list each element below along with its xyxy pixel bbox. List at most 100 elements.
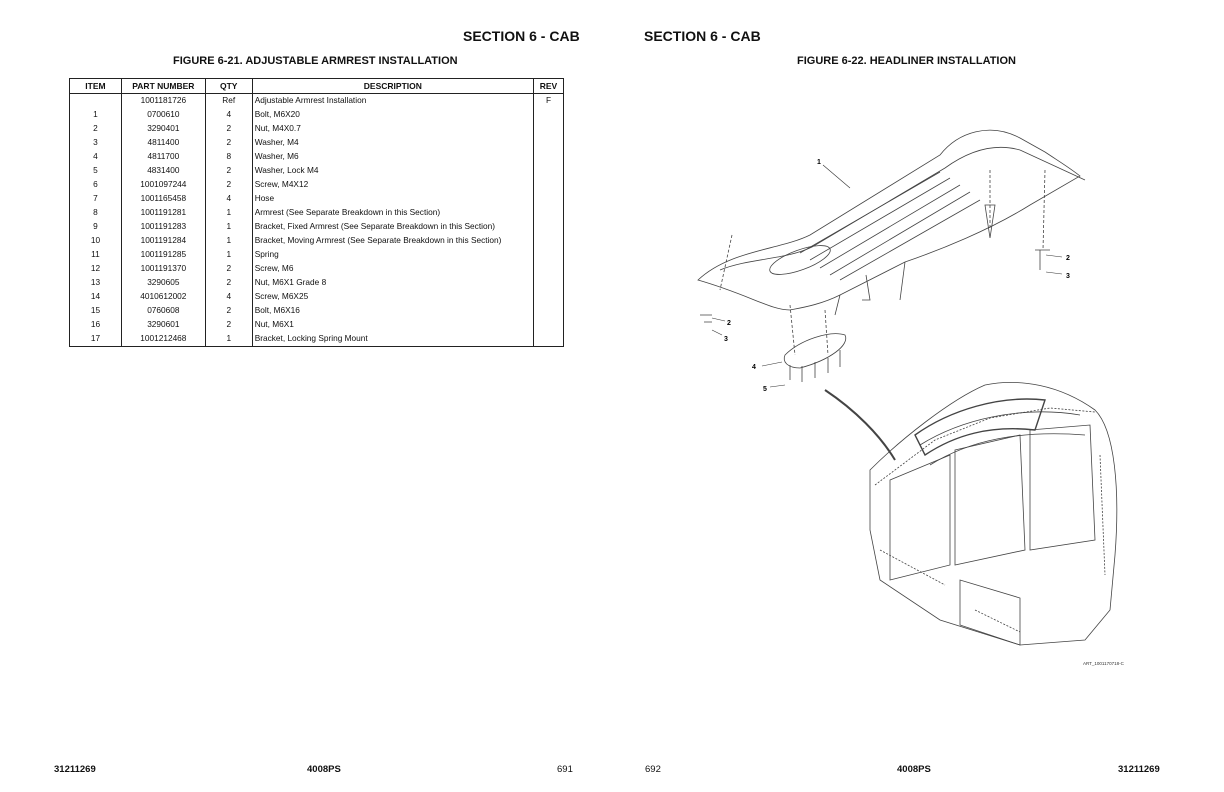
section-title-left: SECTION 6 - CAB (463, 28, 580, 44)
item-cell: 12 (69, 262, 122, 276)
footer-page-right: 692 (645, 764, 661, 775)
part-number-cell: 1001191285 (120, 248, 206, 262)
item-cell: 9 (69, 220, 122, 234)
footer-model-left: 4008PS (307, 764, 341, 775)
part-number-cell: 4811400 (120, 136, 206, 150)
qty-cell: 1 (204, 234, 253, 248)
rev-cell (532, 220, 565, 234)
item-cell: 5 (69, 164, 122, 178)
callout-2-left: 2 (727, 320, 731, 327)
footer-doc-number-left: 31211269 (54, 764, 96, 775)
description-cell: Washer, M4 (251, 136, 534, 150)
description-cell: Washer, Lock M4 (251, 164, 534, 178)
figure-title-right: FIGURE 6-22. HEADLINER INSTALLATION (797, 55, 1016, 67)
part-number-cell: 1001191370 (120, 262, 206, 276)
headliner-panel (697, 129, 1081, 311)
header-qty: QTY (204, 78, 253, 94)
qty-cell: 4 (204, 192, 253, 206)
description-cell: Bolt, M6X16 (251, 304, 534, 318)
item-cell: 7 (69, 192, 122, 206)
item-cell: 6 (69, 178, 122, 192)
item-cell: 1 (69, 108, 122, 122)
item-cell: 3 (69, 136, 122, 150)
part-number-cell: 1001097244 (120, 178, 206, 192)
description-cell: Hose (251, 192, 534, 206)
description-cell: Bracket, Moving Armrest (See Separate Br… (251, 234, 534, 248)
description-cell: Screw, M6 (251, 262, 534, 276)
callout-1: 1 (817, 159, 821, 166)
cab-frame (869, 382, 1118, 646)
qty-cell: 2 (204, 276, 253, 290)
figure-title-left: FIGURE 6-21. ADJUSTABLE ARMREST INSTALLA… (173, 55, 458, 67)
rev-cell (532, 248, 565, 262)
qty-cell: 1 (204, 220, 253, 234)
item-cell: 13 (69, 276, 122, 290)
item-cell: 10 (69, 234, 122, 248)
part-number-cell: 4811700 (120, 150, 206, 164)
qty-cell: Ref (204, 93, 253, 108)
description-cell: Nut, M6X1 (251, 318, 534, 332)
description-cell: Adjustable Armrest Installation (251, 93, 534, 108)
rev-cell (532, 318, 565, 332)
dome-light (783, 333, 847, 369)
callout-3-left: 3 (724, 336, 728, 343)
callout-5: 5 (763, 386, 767, 393)
rev-cell: F (532, 93, 565, 108)
part-number-cell: 1001191283 (120, 220, 206, 234)
part-number-cell: 1001212468 (120, 332, 206, 347)
rev-cell (532, 164, 565, 178)
rev-cell (532, 122, 565, 136)
item-cell: 8 (69, 206, 122, 220)
part-number-cell: 0760608 (120, 304, 206, 318)
part-number-cell: 0700610 (120, 108, 206, 122)
item-cell: 2 (69, 122, 122, 136)
part-number-cell: 4831400 (120, 164, 206, 178)
header-part-number: PART NUMBER (120, 78, 206, 94)
headliner-illustration: 1 2 3 2 3 4 5 ART_1001170718-C (697, 129, 1125, 666)
table-header-row: ITEM PART NUMBER QTY DESCRIPTION REV (69, 78, 565, 94)
rev-cell (532, 178, 565, 192)
rev-cell (532, 304, 565, 318)
part-number-cell: 1001191284 (120, 234, 206, 248)
art-code: ART_1001170718-C (1083, 661, 1125, 666)
qty-cell: 2 (204, 136, 253, 150)
part-number-cell: 3290605 (120, 276, 206, 290)
rev-cell (532, 290, 565, 304)
description-cell: Washer, M6 (251, 150, 534, 164)
description-cell: Nut, M4X0.7 (251, 122, 534, 136)
qty-cell: 4 (204, 108, 253, 122)
description-cell: Spring (251, 248, 534, 262)
item-cell (69, 93, 122, 108)
qty-cell: 1 (204, 248, 253, 262)
wire-harness (824, 389, 896, 461)
footer-model-right: 4008PS (897, 764, 931, 775)
header-description: DESCRIPTION (251, 78, 534, 94)
description-cell: Screw, M4X12 (251, 178, 534, 192)
qty-cell: 2 (204, 318, 253, 332)
part-number-cell: 1001181726 (120, 93, 206, 108)
item-cell: 14 (69, 290, 122, 304)
part-number-cell: 1001165458 (120, 192, 206, 206)
description-cell: Nut, M6X1 Grade 8 (251, 276, 534, 290)
item-cell: 11 (69, 248, 122, 262)
footer-page-left: 691 (557, 764, 573, 775)
rev-cell (532, 136, 565, 150)
item-cell: 4 (69, 150, 122, 164)
callout-2-right: 2 (1066, 255, 1070, 262)
rev-cell (532, 206, 565, 220)
